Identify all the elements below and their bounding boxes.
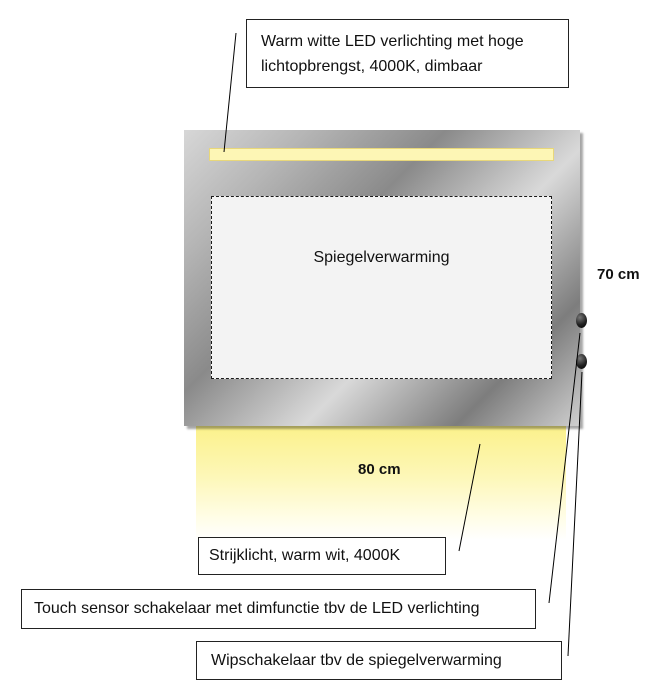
led-lighting-callout-line2: lichtopbrengst, 4000K, dimbaar [261, 58, 483, 75]
rocker-switch-knob [576, 354, 587, 369]
rocker-switch-callout: Wipschakelaar tbv de spiegelverwarming [196, 641, 562, 680]
heating-label: Spiegelverwarming [313, 249, 450, 266]
height-dimension: 70 cm [597, 266, 640, 283]
led-lighting-callout-line1: Warm witte LED verlichting met hoge [261, 33, 524, 50]
led-strip [209, 148, 554, 161]
touch-sensor-callout: Touch sensor schakelaar met dimfunctie t… [21, 589, 536, 629]
led-lighting-callout: Warm witte LED verlichting met hoge lich… [246, 19, 569, 88]
width-dimension: 80 cm [358, 461, 401, 478]
touch-sensor-knob [576, 313, 587, 328]
strijklicht-glow [196, 425, 566, 540]
strijklicht-callout: Strijklicht, warm wit, 4000K [198, 537, 446, 575]
heating-zone: Spiegelverwarming [211, 196, 552, 379]
